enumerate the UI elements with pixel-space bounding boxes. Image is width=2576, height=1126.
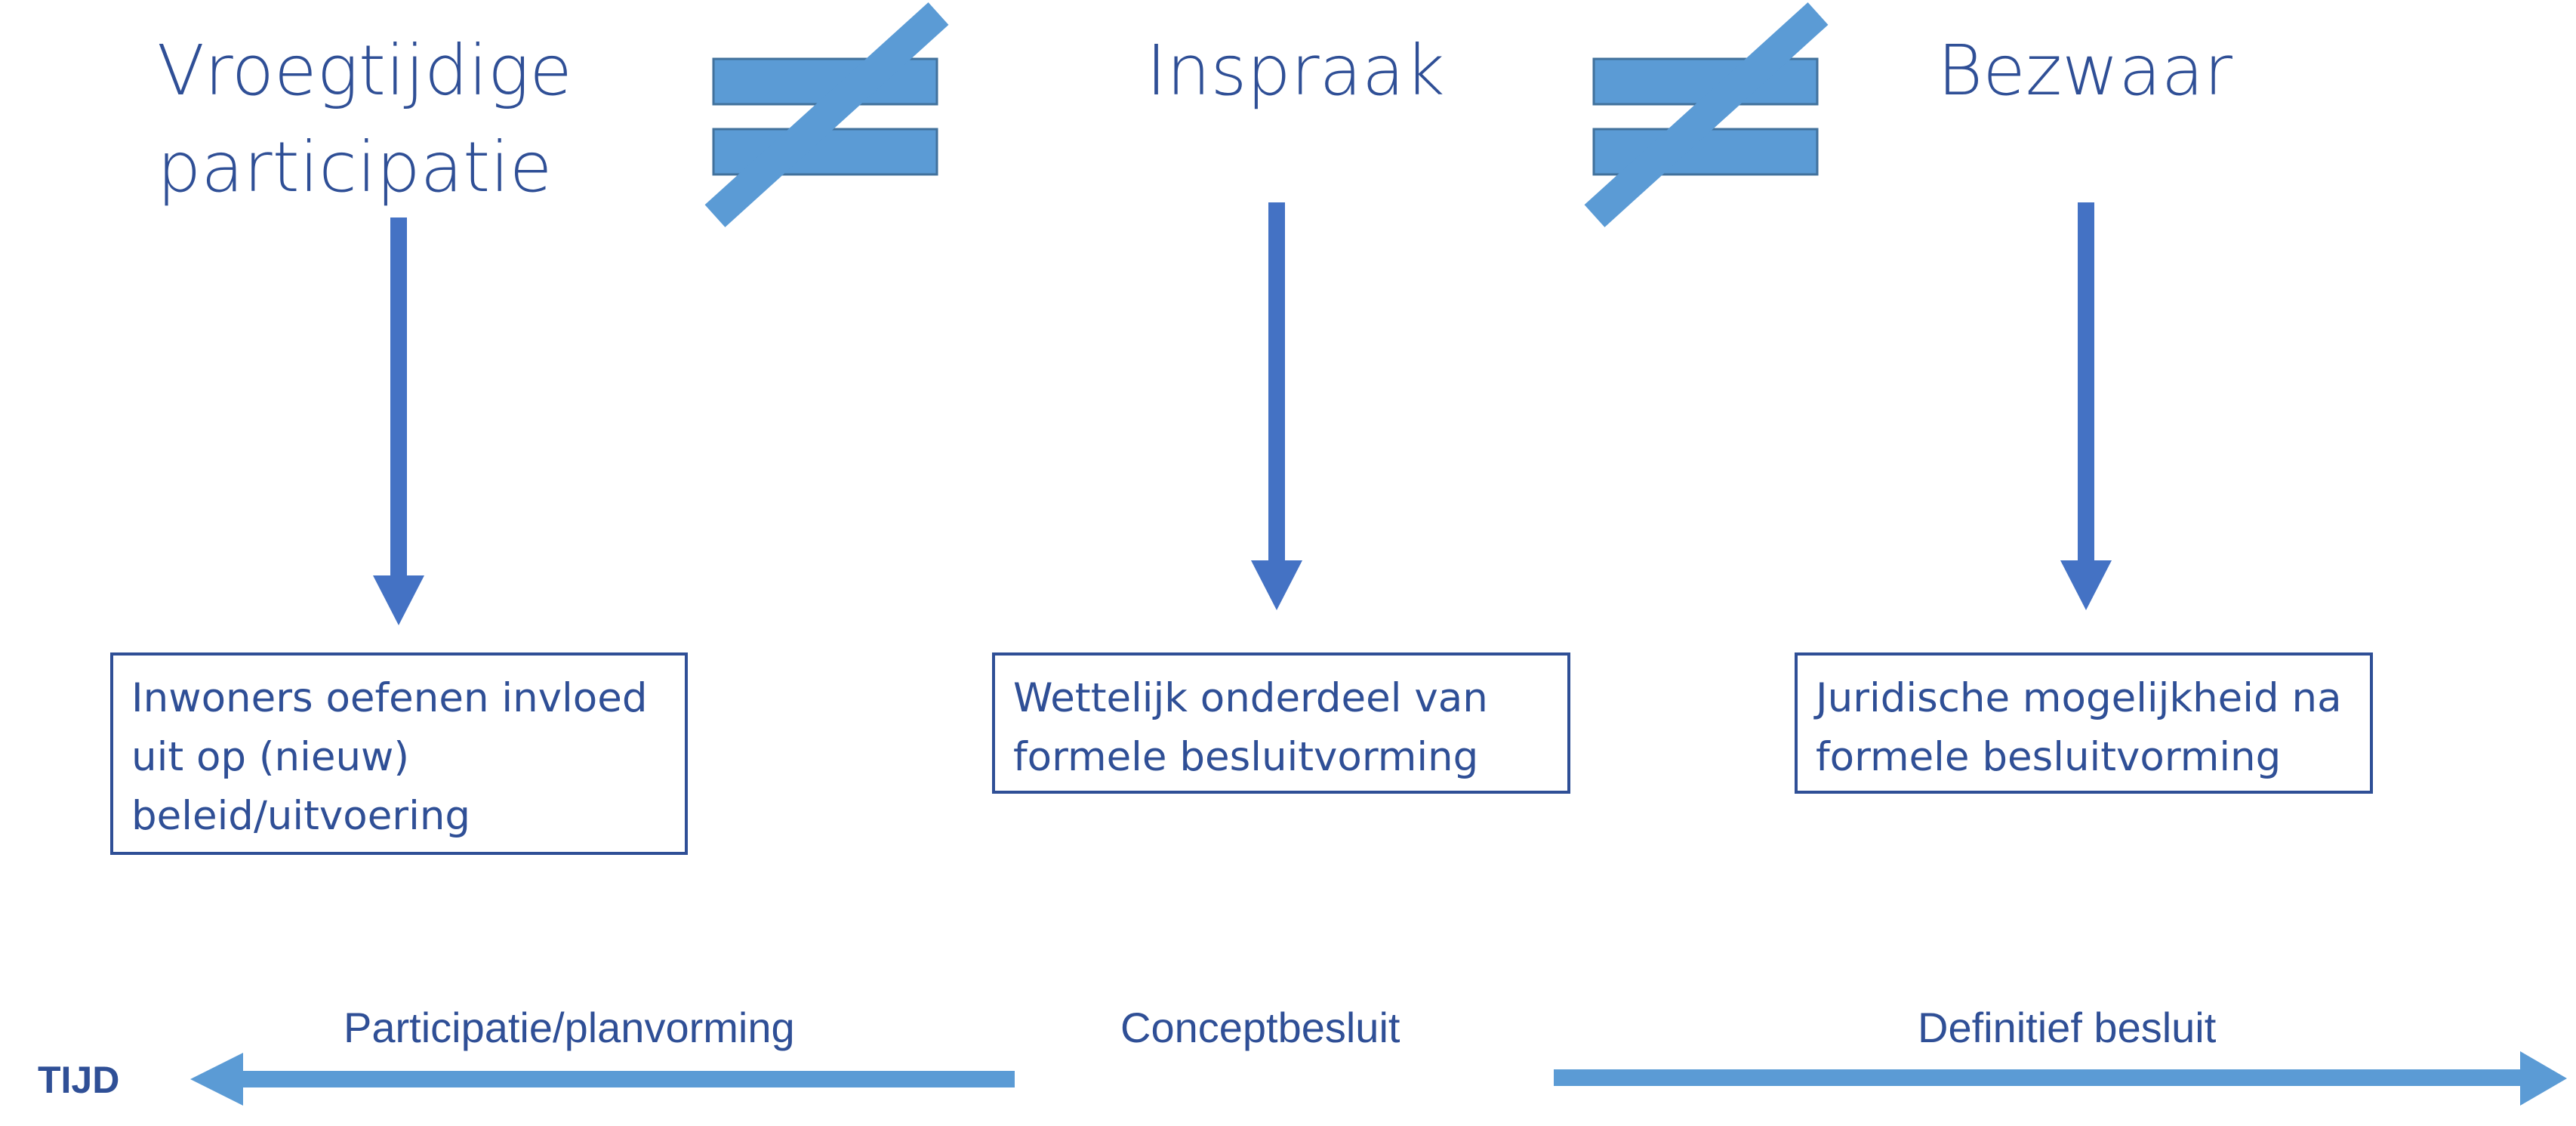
timeline-label-definitief-besluit: Definitief besluit xyxy=(1918,1004,2217,1051)
description-box-inspraak: Wettelijk onderdeel van formele besluitv… xyxy=(992,652,1570,794)
arrow-left-icon xyxy=(190,1053,1015,1106)
heading-line-1: Vroegtijdige xyxy=(157,30,572,111)
arrow-right-icon xyxy=(1554,1051,2567,1106)
timeline-label-participatie-planvorming: Participatie/planvorming xyxy=(344,1004,795,1051)
description-box-bezwaar: Juridische mogelijkheid na formele beslu… xyxy=(1795,652,2373,794)
not-equal-icon xyxy=(1584,2,1829,227)
timeline-label-conceptbesluit: Conceptbesluit xyxy=(1120,1004,1400,1051)
timeline-axis-label: TIJD xyxy=(38,1059,120,1101)
heading-line-2: participatie xyxy=(157,127,553,208)
heading-inspraak: Inspraak xyxy=(1146,30,1445,111)
description-box-participatie: Inwoners oefenen invloed uit op (nieuw) … xyxy=(110,652,688,855)
arrow-down-icon xyxy=(2060,202,2112,610)
not-equal-icon xyxy=(704,2,949,227)
heading-bezwaar: Bezwaar xyxy=(1937,30,2232,111)
heading-vroegtijdige-participatie: Vroegtijdige participatie xyxy=(157,23,572,216)
arrow-down-icon xyxy=(1251,202,1302,610)
arrow-down-icon xyxy=(373,217,424,625)
